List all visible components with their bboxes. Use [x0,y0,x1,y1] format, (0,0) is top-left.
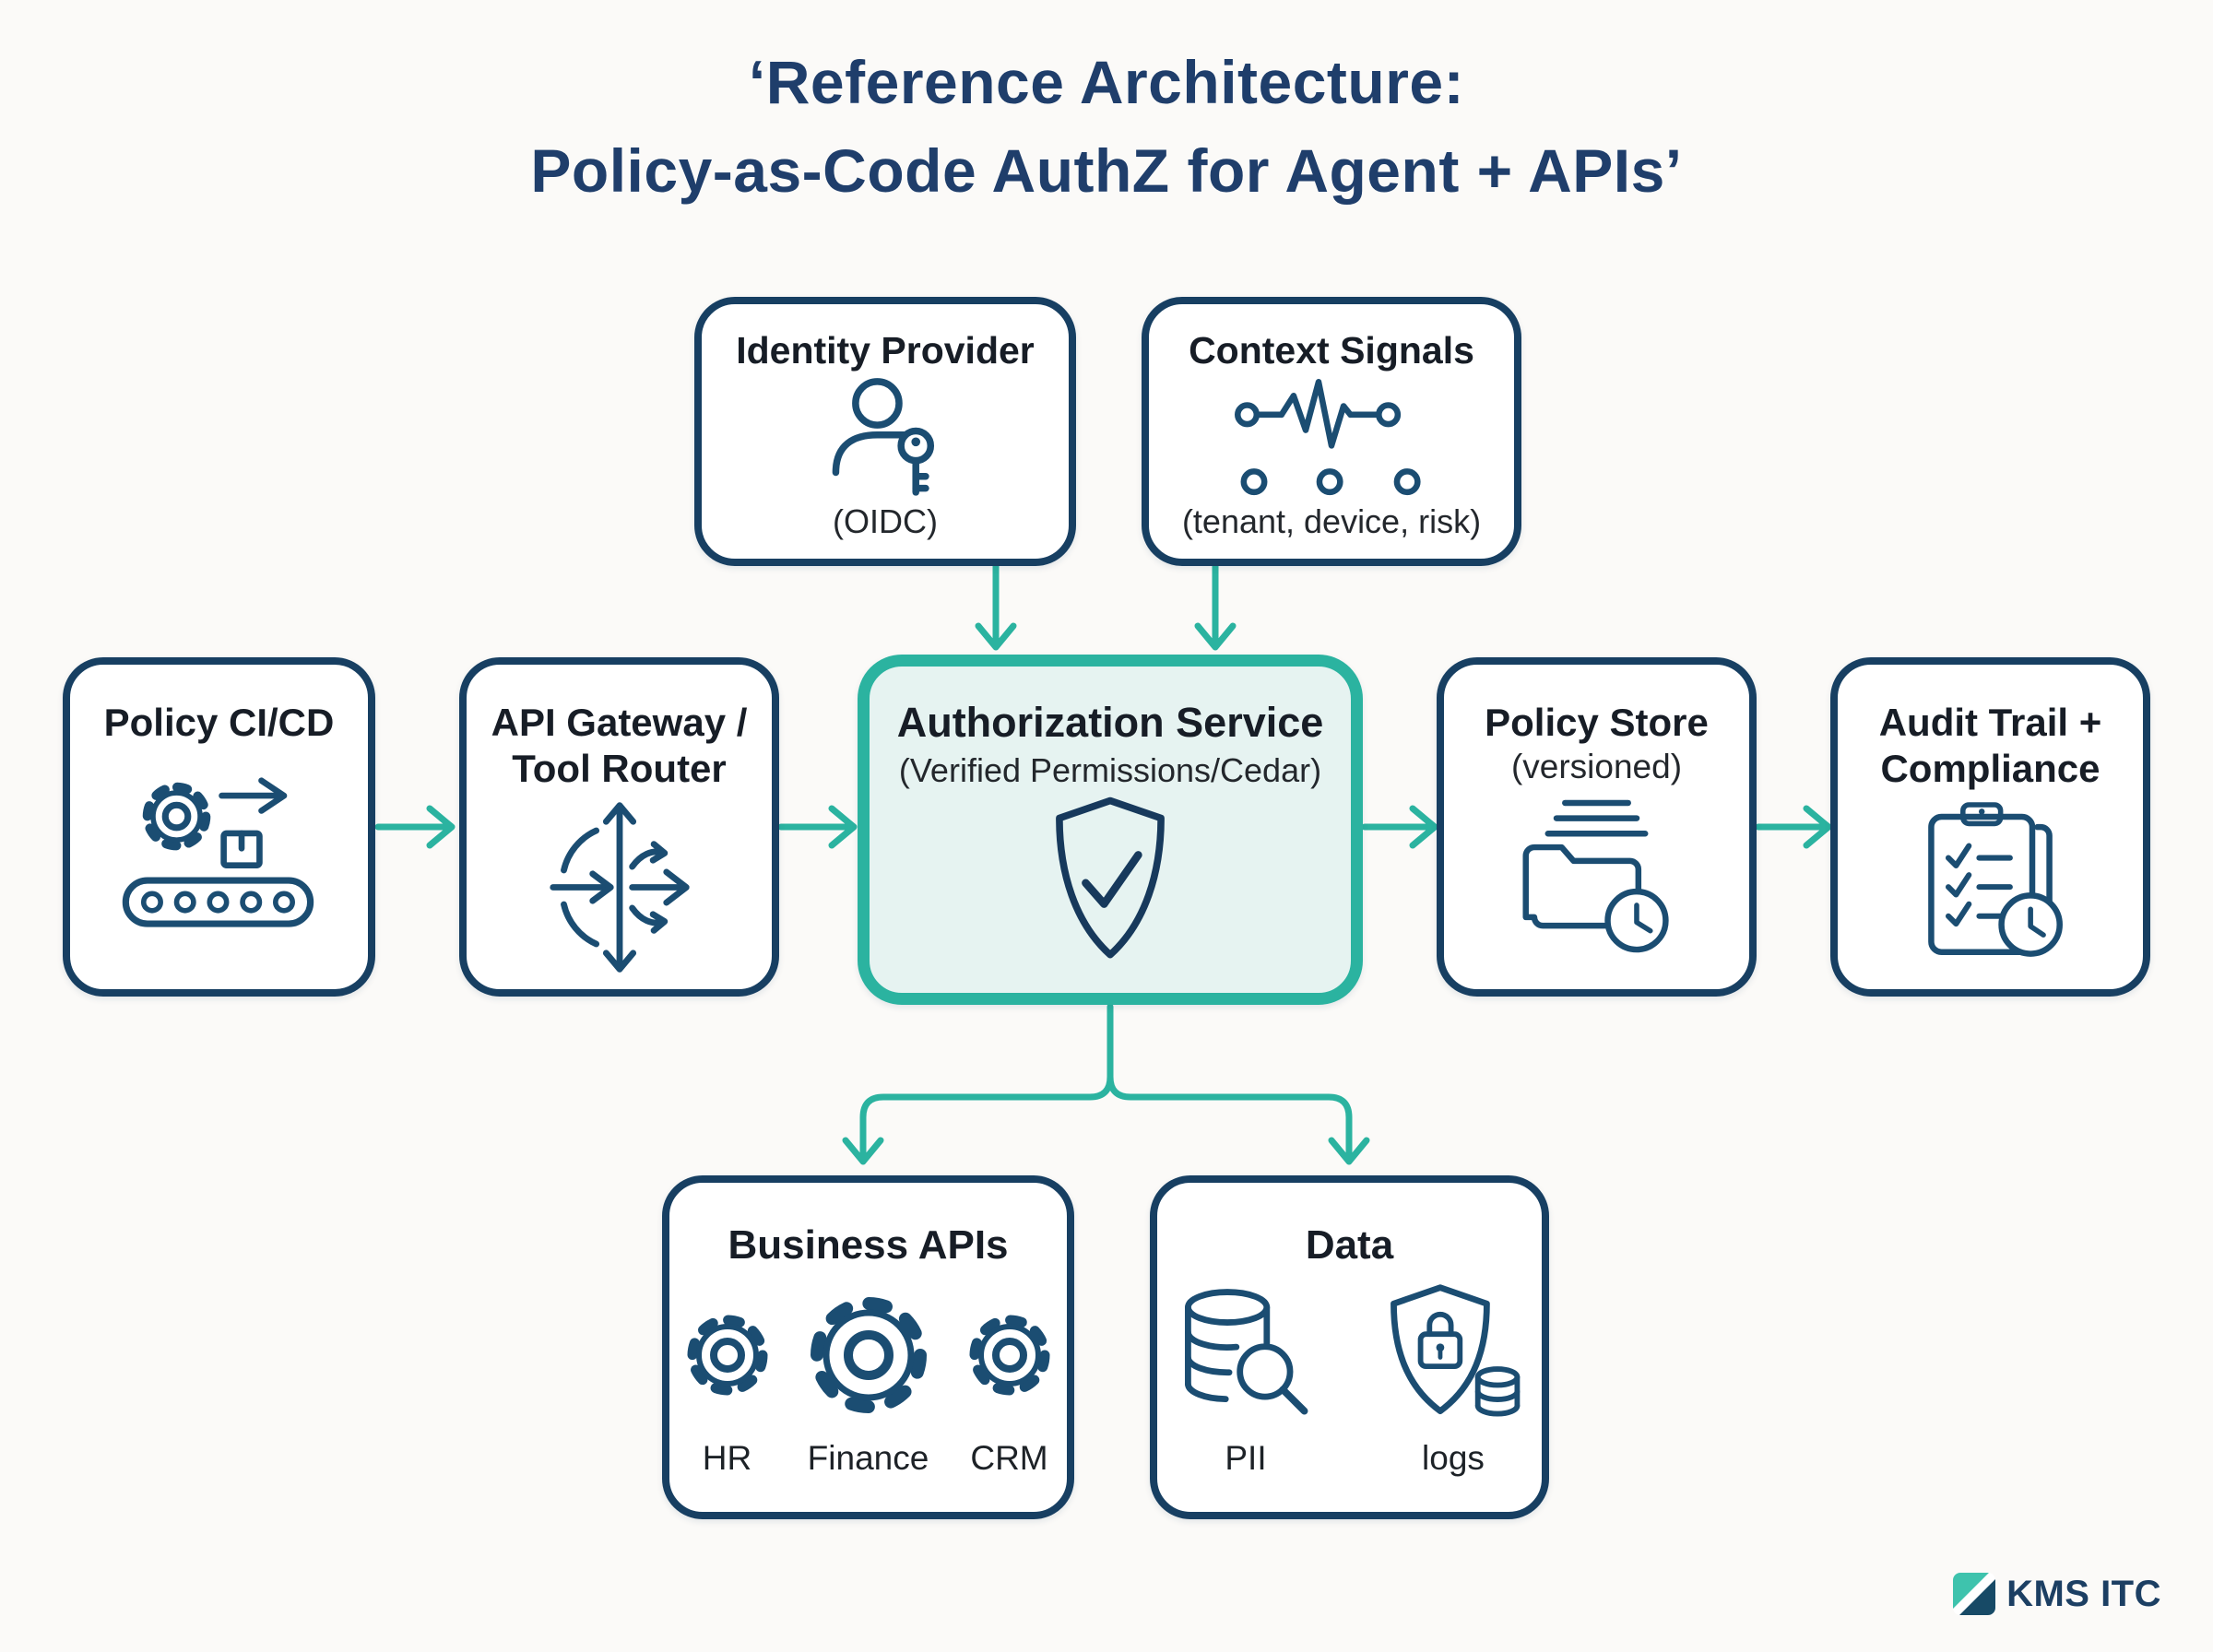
data-logs-label: logs [1422,1438,1485,1477]
gear-large-icon [799,1277,938,1434]
data-logs: logs [1378,1277,1530,1478]
clipboard-clock-icon [1896,793,2085,973]
page-title: ‘Reference Architecture: Policy-as-Code … [0,39,2213,215]
pipeline-gear-icon [111,746,327,965]
business-apis-title: Business APIs [728,1222,1009,1268]
page-title-line2: Policy-as-Code AuthZ for Agent + APIs’ [530,136,1683,205]
node-data: Data PII [1150,1175,1549,1519]
data-icons: PII logs [1165,1270,1534,1484]
identity-provider-subtitle: (OIDC) [833,502,938,541]
node-identity-provider: Identity Provider (OIDC) [694,297,1076,566]
gear-small-icon [962,1277,1058,1434]
node-authorization-service: Authorization Service (Verified Permissi… [858,655,1363,1005]
context-signals-subtitle: (tenant, device, risk) [1181,502,1482,541]
shield-check-icon [1040,790,1180,969]
page-title-line1: ‘Reference Architecture: [748,48,1465,116]
authorization-service-title: Authorization Service [896,699,1324,746]
node-context-signals: Context Signals (tenant, device, risk) [1142,297,1521,566]
gear-small-icon [680,1277,775,1434]
business-api-crm-label: CRM [970,1438,1048,1477]
authorization-service-subtitle: (Verified Permissions/Cedar) [898,751,1322,789]
shield-lock-icon [1378,1277,1530,1434]
business-api-hr-label: HR [702,1438,752,1477]
user-key-icon [816,373,954,502]
business-api-finance: Finance [799,1277,938,1478]
policy-store-subtitle: (versioned) [1510,748,1683,786]
database-search-icon [1170,1277,1322,1434]
gears-icon: HR Finance [677,1270,1059,1484]
audit-trail-title: Audit Trail + Compliance [1878,701,2102,791]
node-policy-store: Policy Store (versioned) [1437,657,1757,997]
business-api-crm: CRM [962,1277,1058,1478]
context-signals-title: Context Signals [1189,329,1474,372]
data-pii-label: PII [1225,1438,1267,1477]
kms-itc-logo-icon [1953,1573,1996,1615]
node-business-apis: Business APIs HR [662,1175,1074,1519]
node-api-gateway: API Gateway / Tool Router [459,657,779,997]
business-api-finance-label: Finance [807,1438,929,1477]
business-api-hr: HR [680,1277,775,1478]
node-audit-trail: Audit Trail + Compliance [1830,657,2150,997]
data-pii: PII [1170,1277,1322,1478]
brand-text: KMS ITC [2006,1573,2161,1614]
node-policy-cicd: Policy CI/CD [63,657,375,997]
policy-store-title: Policy Store [1485,701,1709,744]
brand-logo: KMS ITC [1953,1573,2161,1615]
route-arrows-icon [527,793,712,982]
api-gateway-title: API Gateway / Tool Router [491,701,748,791]
pulse-signal-icon [1213,373,1450,502]
folders-clock-icon [1502,786,1691,965]
identity-provider-title: Identity Provider [736,329,1035,372]
data-title: Data [1305,1222,1394,1268]
policy-cicd-title: Policy CI/CD [103,701,335,744]
